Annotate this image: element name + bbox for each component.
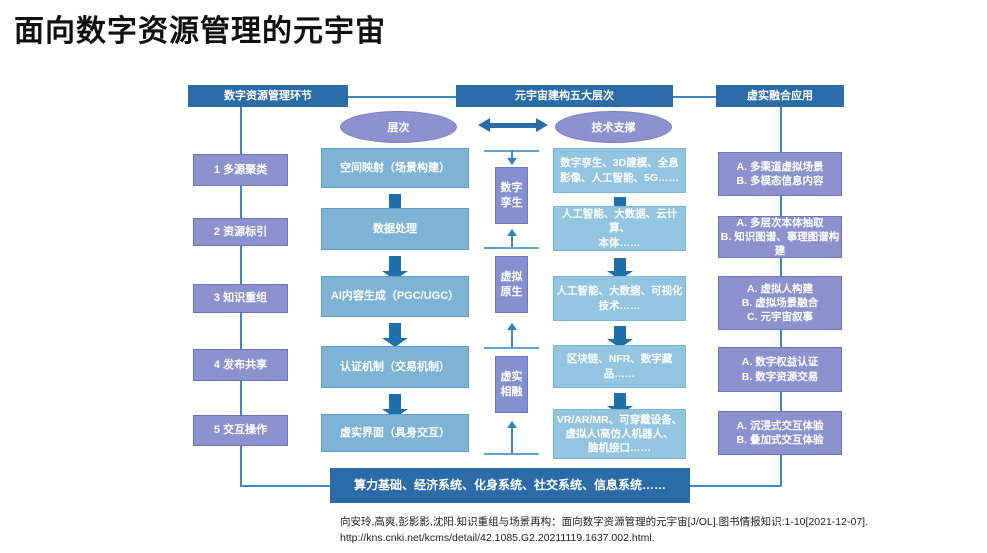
connector-layer-rail-4 — [484, 453, 539, 455]
connector-right-1-2 — [780, 196, 782, 216]
application-box-1-line2: B. 多模态信息内容 — [736, 175, 824, 187]
connector-left-3-4 — [240, 313, 242, 349]
layer-box-2-line2: 原生 — [500, 285, 523, 298]
connector-right-4-5 — [780, 392, 782, 411]
connector-left-to-base — [240, 485, 332, 487]
connector-header-center-right — [672, 96, 717, 98]
down-arrow-icon-t2 — [607, 258, 633, 280]
connector-right-3-4 — [780, 330, 782, 347]
application-box-5-line1: A. 沉浸式交互体验 — [736, 419, 824, 432]
application-box-2[interactable]: A. 多层次本体抽取 B. 知识图谱、事理图谱构建 — [718, 216, 842, 258]
ellipse-layers: 层次 — [340, 111, 457, 143]
citation: 向安玲,高爽,彭影影,沈阳.知识重组与场景再构：面向数字资源管理的元宇宙[J/O… — [340, 514, 970, 547]
tech-box-1[interactable]: 数字孪生、3D建模、全息 影像、人工智能、5G…… — [553, 148, 686, 193]
connector-header-left-center — [347, 96, 457, 98]
application-box-4-line2: B. 数字资源交易 — [741, 370, 819, 383]
tech-box-4-line2: 品…… — [603, 367, 636, 380]
double-headed-arrow-icon — [478, 118, 548, 133]
tech-box-2-line2: 本体…… — [598, 236, 641, 249]
application-box-5-line2: B. 叠加式交互体验 — [736, 434, 824, 446]
tech-box-4[interactable]: 区块链、NFR、数字藏 品…… — [553, 345, 686, 388]
tech-box-1-line1: 数字孪生、3D建模、全息 — [560, 157, 679, 170]
header-left: 数字资源管理环节 — [188, 85, 348, 107]
base-infrastructure-bar[interactable]: 算力基础、经济系统、化身系统、社交系统、信息系统…… — [330, 468, 690, 503]
process-box-2[interactable]: 数据处理 — [321, 208, 469, 250]
process-box-3[interactable]: AI内容生成（PGC/UGC） — [321, 276, 469, 317]
application-box-4[interactable]: A. 数字权益认证 B. 数字资源交易 — [718, 347, 842, 392]
application-box-3[interactable]: A. 虚拟人构建 B. 虚拟场景融合 C. 元宇宙叙事 — [718, 276, 842, 330]
tech-box-3-line2: 技术…… — [598, 299, 641, 312]
down-arrow-icon-t3 — [607, 326, 633, 348]
connector-layer-rail-3 — [484, 347, 539, 349]
process-box-4[interactable]: 认证机制（交易机制） — [321, 346, 469, 388]
application-box-3-line2: B. 虚拟场景融合 — [741, 296, 819, 309]
layer-box-3-line2: 相融 — [500, 385, 523, 398]
connector-layer-stem-4 — [511, 428, 513, 454]
tech-box-5-line1: VR/AR/MR、可穿戴设备、 — [556, 413, 683, 426]
layer-box-2-line1: 虚拟 — [500, 270, 523, 283]
down-arrow-icon-p3 — [382, 323, 408, 347]
application-box-1[interactable]: A. 多渠道虚拟场景 B. 多模态信息内容 — [718, 152, 842, 196]
layer-box-3[interactable]: 虚实 相融 — [495, 356, 528, 413]
down-arrow-icon-p4 — [382, 394, 408, 418]
application-box-2-line2: B. 知识图谱、事理图谱构建 — [720, 230, 840, 258]
ellipse-tech-support: 技术支撑 — [555, 111, 672, 143]
down-arrow-icon-p2 — [382, 256, 408, 280]
stage-box-3[interactable]: 3 知识重组 — [193, 284, 288, 313]
application-box-3-line3: C. 元宇宙叙事 — [747, 311, 813, 324]
tech-box-3[interactable]: 人工智能、大数据、可视化 技术…… — [553, 276, 686, 321]
process-box-5[interactable]: 虚实界面（具身交互） — [321, 414, 469, 452]
connector-left-1-2 — [240, 186, 242, 218]
connector-layer-stem-3 — [511, 330, 513, 348]
connector-layer-stem-2 — [511, 236, 513, 248]
up-arrow-icon-l2 — [507, 323, 517, 330]
page-title: 面向数字资源管理的元宇宙 — [14, 15, 386, 48]
layer-box-2[interactable]: 虚拟 原生 — [495, 256, 528, 313]
layer-box-1[interactable]: 数字 孪生 — [495, 167, 528, 224]
up-arrow-icon-l1 — [507, 229, 517, 236]
citation-line-1: 向安玲,高爽,彭影影,沈阳.知识重组与场景再构：面向数字资源管理的元宇宙[J/O… — [340, 516, 868, 528]
connector-base-to-right — [690, 485, 781, 487]
application-box-2-line1: A. 多层次本体抽取 — [736, 216, 824, 229]
application-box-4-line1: A. 数字权益认证 — [741, 356, 819, 369]
tech-box-2[interactable]: 人工智能、大数据、云计算、 本体…… — [553, 206, 686, 251]
connector-left-spine-bottom — [240, 446, 242, 486]
tech-box-2-line1: 人工智能、大数据、云计算、 — [561, 208, 678, 235]
layer-box-3-line1: 虚实 — [500, 370, 523, 383]
header-right: 虚实融合应用 — [716, 85, 844, 107]
connector-layer-stem-1 — [511, 150, 513, 160]
connector-layer-rail-2 — [484, 247, 539, 249]
stage-box-1[interactable]: 1 多源聚类 — [193, 154, 288, 186]
down-arrow-icon-l1 — [507, 158, 517, 165]
citation-line-2: http://kns.cnki.net/kcms/detail/42.1085.… — [340, 532, 655, 545]
application-box-3-line1: A. 虚拟人构建 — [747, 282, 813, 295]
tech-box-5-line2: 虚拟人\高仿人机器人、 — [565, 427, 674, 440]
connector-left-4-5 — [240, 381, 242, 415]
stage-box-5[interactable]: 5 交互操作 — [193, 415, 288, 446]
tech-box-1-line2: 影像、人工智能、5G…… — [559, 171, 679, 184]
connector-right-spine-bottom — [780, 455, 782, 486]
header-center: 元宇宙建构五大层次 — [456, 85, 673, 107]
layer-box-1-line2: 孪生 — [500, 196, 523, 209]
application-box-1-line1: A. 多渠道虚拟场景 — [736, 160, 824, 173]
process-box-1[interactable]: 空间映射（场景构建） — [321, 148, 469, 188]
tech-box-5-line3: 脑机接口…… — [588, 442, 651, 455]
tech-box-3-line1: 人工智能、大数据、可视化 — [556, 285, 683, 298]
stage-box-2[interactable]: 2 资源标引 — [193, 218, 288, 246]
connector-right-2-3 — [780, 258, 782, 276]
application-box-5[interactable]: A. 沉浸式交互体验 B. 叠加式交互体验 — [718, 411, 842, 455]
tech-box-5[interactable]: VR/AR/MR、可穿戴设备、 虚拟人\高仿人机器人、 脑机接口…… — [553, 409, 686, 459]
tech-box-4-line1: 区块链、NFR、数字藏 — [566, 353, 673, 366]
stage-box-4[interactable]: 4 发布共享 — [193, 349, 288, 381]
layer-box-1-line1: 数字 — [500, 181, 523, 194]
up-arrow-icon-l3 — [507, 421, 517, 428]
connector-left-2-3 — [240, 246, 242, 284]
connector-right-spine-top — [780, 96, 782, 154]
connector-left-spine-top — [240, 96, 242, 157]
